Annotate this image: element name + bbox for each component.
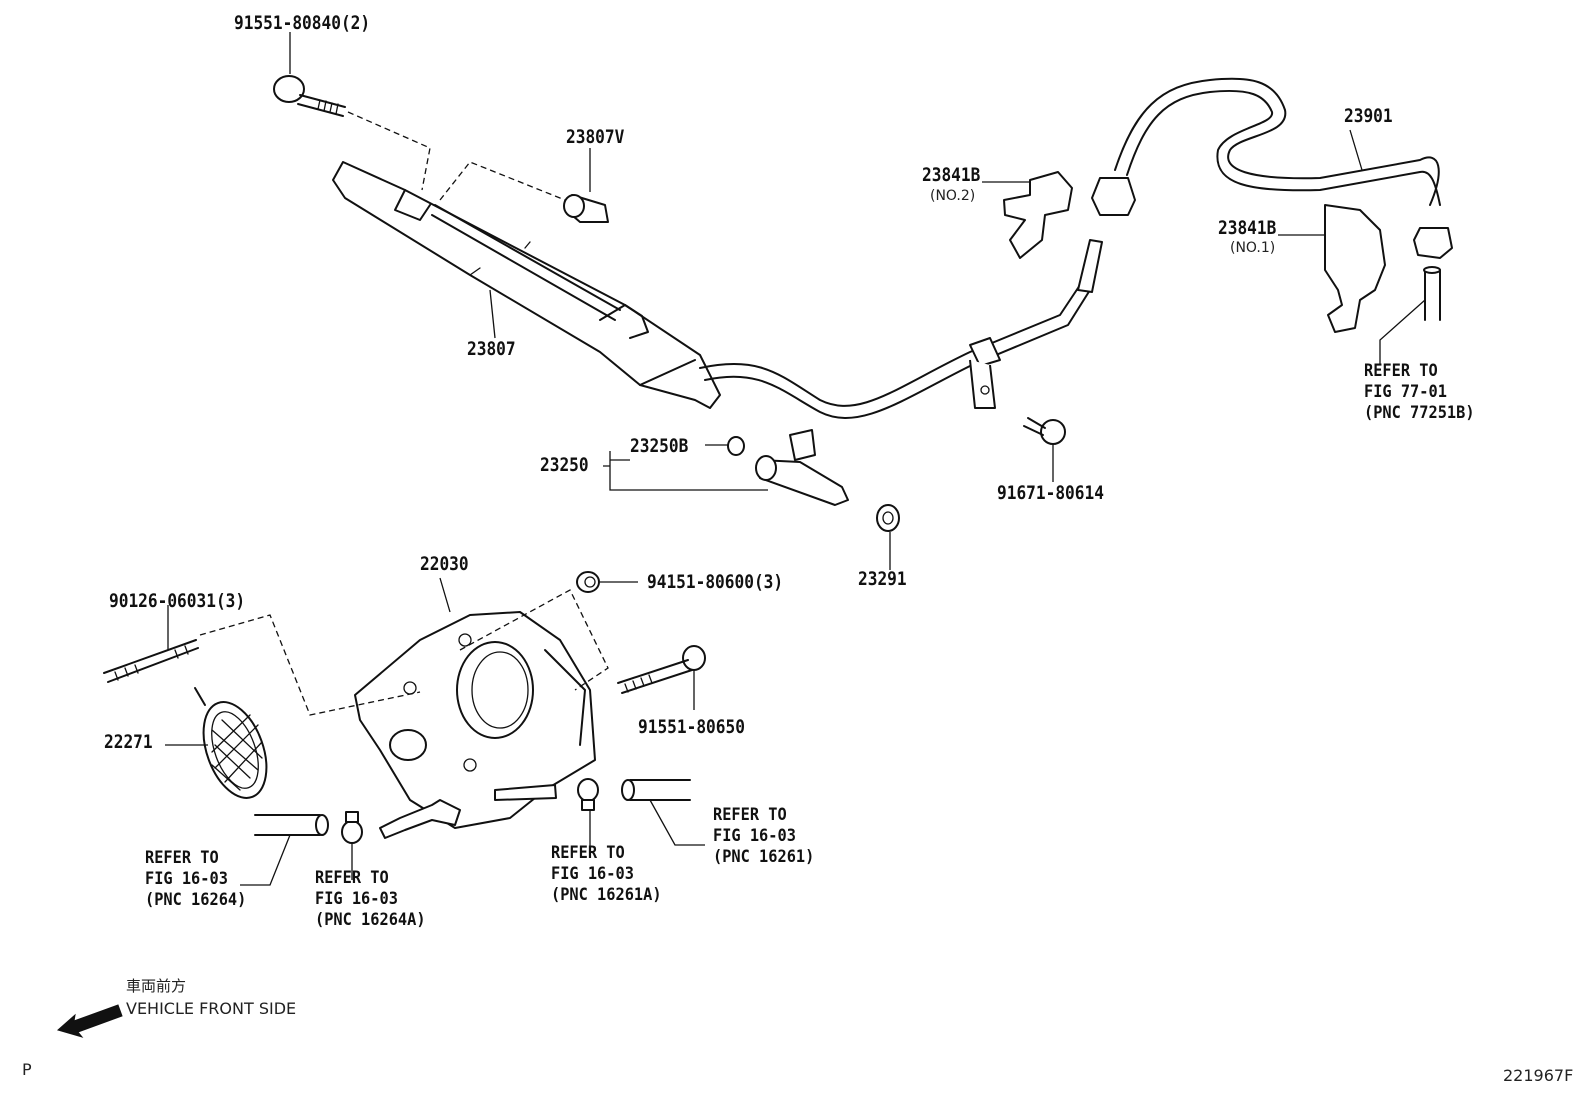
- label-90126-06031[interactable]: 90126-06031(3): [109, 590, 246, 612]
- refer-line: REFER TO: [551, 843, 625, 863]
- hose-16264[interactable]: [240, 814, 329, 886]
- refer-line: REFER TO: [1364, 361, 1438, 381]
- label-22030[interactable]: 22030: [420, 553, 469, 575]
- refer-line: REFER TO: [713, 805, 787, 825]
- refer-pnc-16261A[interactable]: REFER TO FIG 16-03 (PNC 16261A): [551, 843, 662, 906]
- refer-line: (PNC 77251B): [1364, 403, 1475, 423]
- label-23807V[interactable]: 23807V: [566, 126, 625, 148]
- label-23841B-no1-sub: (NO.1): [1230, 240, 1276, 256]
- label-23250[interactable]: 23250: [540, 454, 589, 476]
- damper-23807V[interactable]: [563, 148, 609, 223]
- refer-line: FIG 77-01: [1364, 382, 1447, 402]
- label-91551-80650[interactable]: 91551-80650: [638, 716, 745, 738]
- fuel-rail-23807[interactable]: [332, 161, 721, 409]
- refer-line: REFER TO: [145, 848, 219, 868]
- refer-line: FIG 16-03: [551, 864, 634, 884]
- label-23841B-no1[interactable]: 23841B: [1218, 217, 1277, 239]
- refer-line: (PNC 16261A): [551, 885, 662, 905]
- label-23250B[interactable]: 23250B: [630, 435, 689, 457]
- refer-pnc-77251B[interactable]: REFER TO FIG 77-01 (PNC 77251B): [1364, 361, 1475, 424]
- clamp-16264A[interactable]: [341, 811, 363, 880]
- bolt-91551-80840[interactable]: [273, 32, 346, 117]
- label-23291[interactable]: 23291: [858, 568, 907, 590]
- refer-pnc-16261[interactable]: REFER TO FIG 16-03 (PNC 16261): [713, 805, 814, 868]
- vehicle-front-arrow-icon: [56, 1004, 123, 1038]
- label-23841B-no2[interactable]: 23841B: [922, 164, 981, 186]
- figure-code: 221967F: [1503, 1066, 1574, 1085]
- fuel-line-pipe[interactable]: [699, 239, 1103, 419]
- nut-94151-80600[interactable]: [576, 571, 638, 593]
- refer-pnc-16264A[interactable]: REFER TO FIG 16-03 (PNC 16264A): [315, 868, 426, 931]
- label-91671-80614[interactable]: 91671-80614: [997, 482, 1104, 504]
- clamp-16261A[interactable]: [577, 778, 599, 848]
- refer-line: (PNC 16264A): [315, 910, 426, 930]
- refer-line: (PNC 16264): [145, 890, 247, 910]
- front-label-en: VEHICLE FRONT SIDE: [126, 999, 297, 1018]
- front-label-jp: 車両前方: [126, 977, 187, 995]
- clip-23841B-no2[interactable]: [982, 171, 1073, 259]
- hose-16261[interactable]: [621, 779, 705, 846]
- insulator-23291[interactable]: [876, 504, 900, 570]
- fuel-hose-23901[interactable]: [1091, 77, 1453, 259]
- refer-line: FIG 16-03: [145, 869, 228, 889]
- refer-pnc-16264[interactable]: REFER TO FIG 16-03 (PNC 16264): [145, 848, 246, 911]
- bolt-91671-80614[interactable]: [1023, 417, 1066, 482]
- refer-line: FIG 16-03: [713, 826, 796, 846]
- clip-23841B-no1[interactable]: [1278, 204, 1386, 333]
- label-91551-80840[interactable]: 91551-80840(2): [234, 12, 371, 34]
- label-22271[interactable]: 22271: [104, 731, 153, 753]
- refer-line: REFER TO: [315, 868, 389, 888]
- corner-left: P: [22, 1060, 32, 1079]
- injector-23250[interactable]: [727, 429, 849, 506]
- label-23901[interactable]: 23901: [1344, 105, 1393, 127]
- label-23841B-no2-sub: (NO.2): [930, 188, 976, 204]
- stud-90126-06031[interactable]: [103, 605, 199, 683]
- gasket-22271[interactable]: [165, 687, 278, 807]
- refer-line: FIG 16-03: [315, 889, 398, 909]
- throttle-body-22030[interactable]: [354, 577, 596, 839]
- refer-line: (PNC 16261): [713, 847, 815, 867]
- label-23807[interactable]: 23807: [467, 338, 516, 360]
- bolt-91551-80650[interactable]: [617, 645, 706, 710]
- label-94151-80600[interactable]: 94151-80600(3): [647, 571, 784, 593]
